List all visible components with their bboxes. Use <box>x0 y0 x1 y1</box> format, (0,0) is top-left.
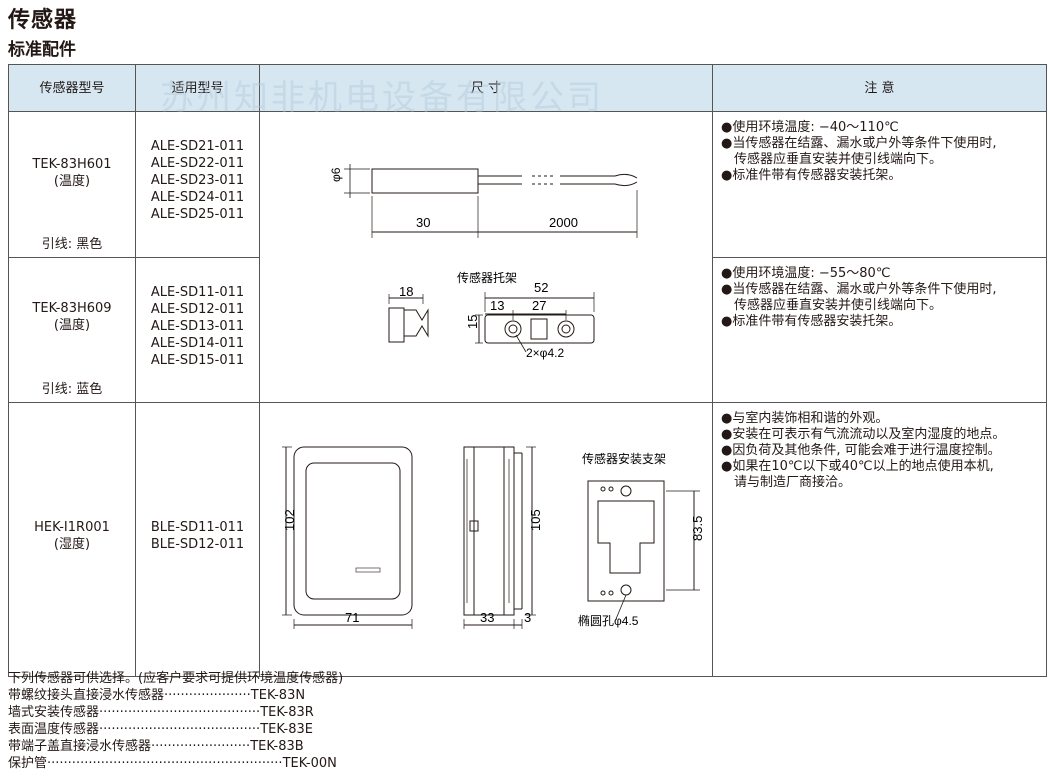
bracket-label: 传感器安装支架 <box>582 451 666 466</box>
note-line: ●当传感器在结露、漏水或户外等条件下使用时, <box>721 282 997 297</box>
list-item: 带端子盖直接浸水传感器························TEK-8… <box>8 739 304 754</box>
accessory-cell: ALE-SD21-011 ALE-SD22-011 ALE-SD23-011 A… <box>135 111 260 258</box>
note-line: 传感器应垂直安装并使引线端向下。 <box>734 152 943 167</box>
model-type: (温度) <box>53 318 91 333</box>
dim-15: 15 <box>465 315 480 329</box>
note-line: ●与室内装饰相和谐的外观。 <box>721 411 889 426</box>
dim-33: 33 <box>480 610 494 625</box>
sensor-spec-table: 传感器型号 适用型号 尺 寸 注 意 TEK-83H601 (温度) 引线: 黑… <box>8 64 1047 677</box>
notes-cell: ●使用环境温度: −40〜110℃ ●当传感器在结露、漏水或户外等条件下使用时,… <box>712 111 1047 258</box>
dim-3: 3 <box>524 610 531 625</box>
section-subtitle: 标准配件 <box>8 40 76 60</box>
accessory-item: ALE-SD15-011 <box>150 353 245 368</box>
dim-diameter: φ6 <box>329 167 343 182</box>
model-name: TEK-83H609 <box>32 301 112 316</box>
note-line: ●标准件带有传感器安装托架。 <box>721 168 902 183</box>
dim-18: 18 <box>399 284 413 299</box>
note-line: ●标准件带有传感器安装托架。 <box>721 314 902 329</box>
dim-52: 52 <box>534 280 548 295</box>
accessory-item: ALE-SD12-011 <box>150 302 245 317</box>
header-notes: 注 意 <box>712 64 1047 112</box>
dim-slot: 椭圆孔φ4.5 <box>578 613 639 628</box>
accessory-item: ALE-SD24-011 <box>150 190 245 205</box>
notes-cell: ●与室内装饰相和谐的外观。 ●安装在可表示有气流流动以及室内湿度的地点。 ●因负… <box>712 402 1047 677</box>
page-title: 传感器 <box>8 8 78 33</box>
notes-cell: ●使用环境温度: −55〜80℃ ●当传感器在结露、漏水或户外等条件下使用时, … <box>712 257 1047 403</box>
list-item: 带螺纹接头直接浸水传感器·····················TEK-83N <box>8 688 306 703</box>
accessory-item: ALE-SD14-011 <box>150 336 245 351</box>
dim-105: 105 <box>528 509 543 531</box>
accessory-item: BLE-SD12-011 <box>150 537 245 552</box>
header-dimension: 尺 寸 <box>259 64 713 112</box>
model-cell: TEK-83H601 (温度) 引线: 黑色 <box>8 111 136 258</box>
humid-sensor-drawing-cell: 102 71 105 33 3 传感器安装支架 83.5 椭圆孔φ4.5 <box>259 402 713 677</box>
list-item: 保护管·····································… <box>8 756 337 771</box>
header-accessory: 适用型号 <box>135 64 260 112</box>
dim-30: 30 <box>416 215 430 230</box>
dim-27: 27 <box>532 298 546 313</box>
model-name: TEK-83H601 <box>32 157 112 172</box>
list-item: 墙式安装传感器·································… <box>8 705 314 720</box>
dim-102: 102 <box>282 509 297 531</box>
note-line: ●当传感器在结露、漏水或户外等条件下使用时, <box>721 136 997 151</box>
dim-83-5: 83.5 <box>690 516 705 541</box>
temp-sensor-drawing-cell: φ6 30 2000 传感器托架 18 52 13 27 15 2×φ4.2 <box>259 111 713 403</box>
accessory-item: ALE-SD25-011 <box>150 207 245 222</box>
list-item: 表面温度传感器·································… <box>8 722 313 737</box>
footer-intro: 下列传感器可供选择。(应客户要求可提供环境温度传感器) <box>8 671 344 686</box>
humid-sensor-drawing: 102 71 105 33 3 传感器安装支架 83.5 椭圆孔φ4.5 <box>282 446 705 629</box>
table-row: TEK-83H609 (温度) 引线: 蓝色 ALE-SD11-011 ALE-… <box>8 257 1047 403</box>
footer-list: 下列传感器可供选择。(应客户要求可提供环境温度传感器) 带螺纹接头直接浸水传感器… <box>8 670 343 772</box>
sensor-body <box>371 168 479 194</box>
accessory-item: ALE-SD23-011 <box>150 173 245 188</box>
note-line: ●因负荷及其他条件, 可能会难于进行温度控制。 <box>721 443 1001 458</box>
dim-71: 71 <box>345 610 359 625</box>
accessory-item: ALE-SD21-011 <box>150 139 245 154</box>
note-line: ●使用环境温度: −40〜110℃ <box>721 120 899 135</box>
table-row: TEK-83H601 (温度) 引线: 黑色 ALE-SD21-011 ALE-… <box>8 111 1047 403</box>
dim-2000: 2000 <box>549 215 578 230</box>
model-cell: TEK-83H609 (温度) 引线: 蓝色 <box>8 257 136 403</box>
dim-13: 13 <box>490 298 504 313</box>
accessory-item: ALE-SD13-011 <box>150 319 245 334</box>
note-line: ●安装在可表示有气流流动以及室内湿度的地点。 <box>721 427 1006 442</box>
lead-color: 引线: 黑色 <box>41 237 103 252</box>
lead-color: 引线: 蓝色 <box>41 382 103 397</box>
temp-sensor-drawing: φ6 30 2000 传感器托架 18 52 13 27 15 2×φ4.2 <box>329 164 638 360</box>
model-type: (温度) <box>53 174 91 189</box>
note-line: 请与制造厂商接洽。 <box>734 475 852 490</box>
table-row: HEK-I1R001 (湿度) BLE-SD11-011 BLE-SD12-01… <box>8 402 1047 677</box>
dim-hole: 2×φ4.2 <box>526 346 564 360</box>
header-model: 传感器型号 <box>8 64 136 112</box>
accessory-item: ALE-SD22-011 <box>150 156 245 171</box>
accessory-cell: BLE-SD11-011 BLE-SD12-011 <box>135 402 260 677</box>
note-line: ●如果在10℃以下或40℃以上的地点使用本机, <box>721 459 994 474</box>
model-cell: HEK-I1R001 (湿度) <box>8 402 136 677</box>
note-line: ●使用环境温度: −55〜80℃ <box>721 266 891 281</box>
accessory-cell: ALE-SD11-011 ALE-SD12-011 ALE-SD13-011 A… <box>135 257 260 403</box>
table-header-row: 传感器型号 适用型号 尺 寸 注 意 <box>8 64 1047 112</box>
accessory-item: BLE-SD11-011 <box>150 520 245 535</box>
bracket-label: 传感器托架 <box>457 270 517 285</box>
model-name: HEK-I1R001 <box>34 520 110 535</box>
model-type: (湿度) <box>53 537 91 552</box>
note-line: 传感器应垂直安装并使引线端向下。 <box>734 298 943 313</box>
accessory-item: ALE-SD11-011 <box>150 285 245 300</box>
